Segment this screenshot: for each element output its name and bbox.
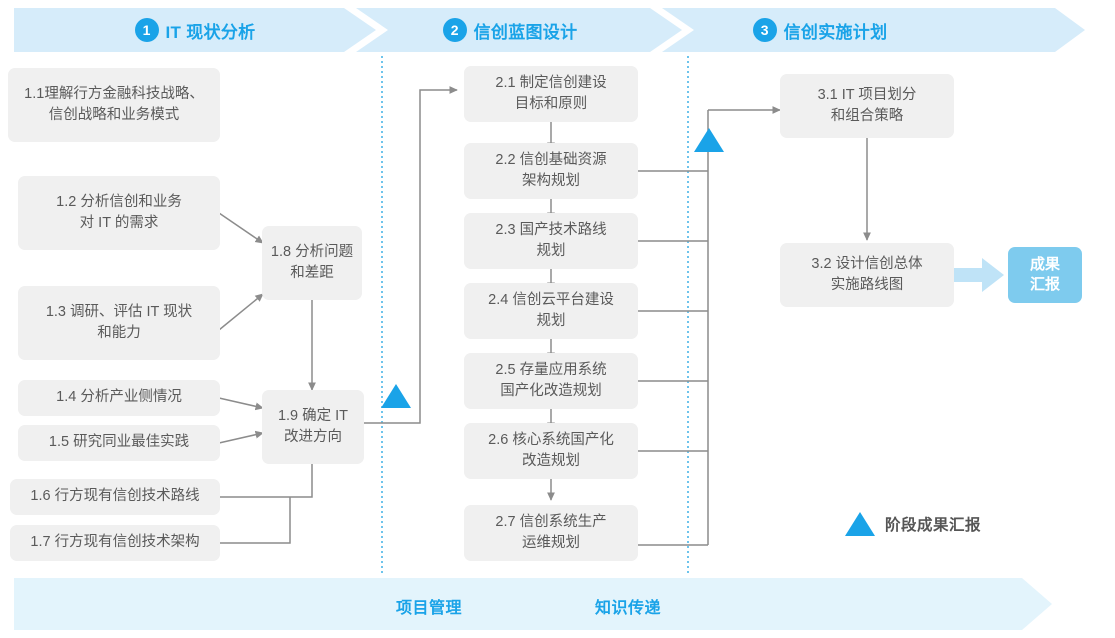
result-badge[interactable]: 成果 汇报 [1008, 247, 1082, 303]
phase-tab-3[interactable]: 3 信创实施计划 [710, 8, 930, 52]
phase-header: 1 IT 现状分析 2 信创蓝图设计 3 信创实施计划 [0, 8, 1115, 52]
band-label-project-management: 项目管理 [396, 600, 463, 617]
node-2-3[interactable]: 2.3 国产技术路线 规划 [464, 213, 638, 269]
node-2-1[interactable]: 2.1 制定信创建设 目标和原则 [464, 66, 638, 122]
node-1-3[interactable]: 1.3 调研、评估 IT 现状 和能力 [18, 286, 220, 360]
node-2-5[interactable]: 2.5 存量应用系统 国产化改造规划 [464, 353, 638, 409]
phase-1-label: IT 现状分析 [165, 22, 256, 42]
phase-2-label: 信创蓝图设计 [473, 22, 578, 42]
phase-separator-1-icon [344, 8, 388, 52]
phase-tab-1[interactable]: 1 IT 现状分析 [95, 8, 295, 52]
node-1-5[interactable]: 1.5 研究同业最佳实践 [18, 425, 220, 461]
legend: 阶段成果汇报 [845, 512, 981, 536]
node-3-1[interactable]: 3.1 IT 项目划分 和组合策略 [780, 74, 954, 138]
phase-3-label: 信创实施计划 [783, 22, 888, 42]
phase-2-number: 2 [442, 18, 467, 42]
milestone-triangle-icon [845, 512, 875, 536]
node-1-2[interactable]: 1.2 分析信创和业务 对 IT 的需求 [18, 176, 220, 250]
phase-3-number: 3 [752, 18, 777, 42]
node-2-2[interactable]: 2.2 信创基础资源 架构规划 [464, 143, 638, 199]
node-1-9[interactable]: 1.9 确定 IT 改进方向 [262, 390, 364, 464]
node-2-4[interactable]: 2.4 信创云平台建设 规划 [464, 283, 638, 339]
node-1-8[interactable]: 1.8 分析问题 和差距 [262, 226, 362, 300]
node-1-1[interactable]: 1.1理解行方金融科技战略、 信创战略和业务模式 [8, 68, 220, 142]
bottom-band [14, 578, 1052, 630]
band-label-knowledge-transfer: 知识传递 [595, 600, 662, 617]
phase-1-number: 1 [134, 18, 159, 42]
node-2-6[interactable]: 2.6 核心系统国产化 改造规划 [464, 423, 638, 479]
legend-label: 阶段成果汇报 [885, 517, 982, 534]
node-3-2[interactable]: 3.2 设计信创总体 实施路线图 [780, 243, 954, 307]
node-1-4[interactable]: 1.4 分析产业侧情况 [18, 380, 220, 416]
phase-tab-2[interactable]: 2 信创蓝图设计 [400, 8, 620, 52]
node-1-7[interactable]: 1.7 行方现有信创技术架构 [10, 525, 220, 561]
phase-separator-2-icon [650, 8, 694, 52]
node-2-7[interactable]: 2.7 信创系统生产 运维规划 [464, 505, 638, 561]
phase-header-band [14, 8, 1085, 52]
node-1-6[interactable]: 1.6 行方现有信创技术路线 [10, 479, 220, 515]
